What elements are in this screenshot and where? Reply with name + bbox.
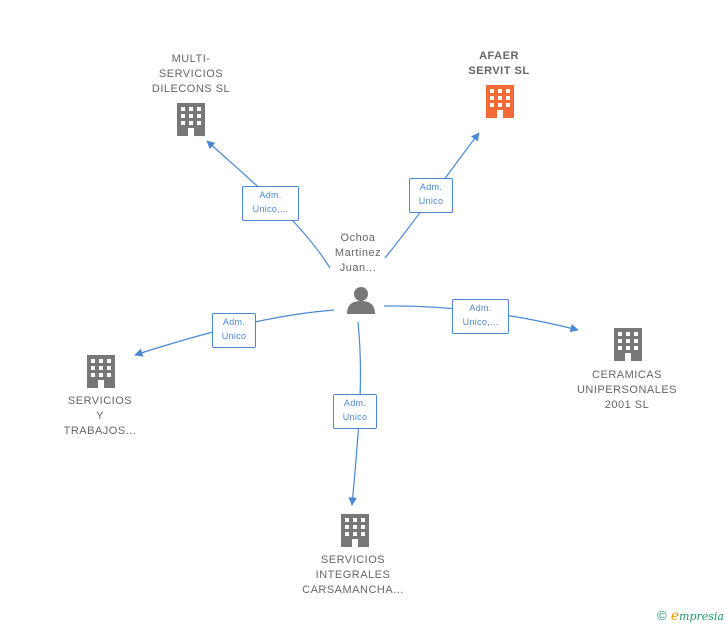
company-label-line: MULTI- (171, 53, 211, 65)
company-label-line: Y (96, 410, 104, 422)
brand-logo-text: mpresia (679, 610, 724, 623)
edge-label-multi[interactable]: Adm. Unico,... (242, 186, 299, 221)
company-label-line: 2001 SL (604, 399, 650, 411)
company-label-line: SERVIT SL (468, 65, 530, 77)
edge-label-line: Unico,... (252, 204, 289, 214)
copyright-icon: © (657, 608, 667, 623)
edge-label-line: Unico,... (462, 317, 499, 327)
brand-logo-initial: e (670, 608, 680, 624)
edge-label-line: Unico (221, 331, 247, 341)
building-icon[interactable] (177, 103, 205, 136)
edge-label-line: Adm. (222, 317, 246, 327)
company-label-line: DILECONS SL (151, 83, 231, 95)
edge-label-line: Adm. (419, 182, 443, 192)
edge-label-line: Unico (418, 196, 444, 206)
company-label-line: TRABAJOS... (63, 425, 137, 437)
building-icon[interactable] (341, 514, 369, 547)
building-icon[interactable] (486, 85, 514, 118)
person-name-line: Juan... (339, 262, 377, 274)
company-label-line: CERAMICAS (592, 369, 662, 381)
person-name-line: Martinez (334, 247, 382, 259)
company-label-line: SERVICIOS (67, 395, 133, 407)
company-label-line: CARSAMANCHA... (302, 584, 404, 596)
person-name[interactable]: Ochoa Martinez Juan... (318, 231, 398, 276)
edge-label-ceramicas[interactable]: Adm. Unico,... (452, 299, 509, 334)
edge-label-line: Adm. (259, 190, 282, 200)
person-icon[interactable] (347, 287, 375, 314)
company-label-servicios-trabajos[interactable]: SERVICIOS Y TRABAJOS... (40, 394, 160, 439)
company-label-afaer[interactable]: AFAER SERVIT SL (449, 49, 549, 79)
company-label-line: INTEGRALES (315, 569, 391, 581)
edge-label-line: Adm. (469, 303, 492, 313)
person-name-line: Ochoa (340, 232, 376, 244)
edge-label-line: Unico (342, 412, 368, 422)
company-label-line: UNIPERSONALES (576, 384, 678, 396)
building-icon[interactable] (87, 355, 115, 388)
edge-label-line: Adm. (343, 398, 367, 408)
company-label-line: SERVICIOS (320, 554, 386, 566)
edge-label-afaer[interactable]: Adm. Unico (409, 178, 453, 213)
company-label-line: AFAER (479, 50, 519, 62)
edge-label-servicios-trabajos[interactable]: Adm. Unico (212, 313, 256, 348)
company-label-line: SERVICIOS (158, 68, 224, 80)
company-label-multi[interactable]: MULTI- SERVICIOS DILECONS SL (131, 52, 251, 97)
edge-label-carsamancha[interactable]: Adm. Unico (333, 394, 377, 429)
company-label-carsamancha[interactable]: SERVICIOS INTEGRALES CARSAMANCHA... (290, 553, 416, 598)
company-label-ceramicas[interactable]: CERAMICAS UNIPERSONALES 2001 SL (561, 368, 693, 413)
building-icon[interactable] (614, 328, 642, 361)
brand-footer[interactable]: ©empresia (657, 608, 724, 624)
